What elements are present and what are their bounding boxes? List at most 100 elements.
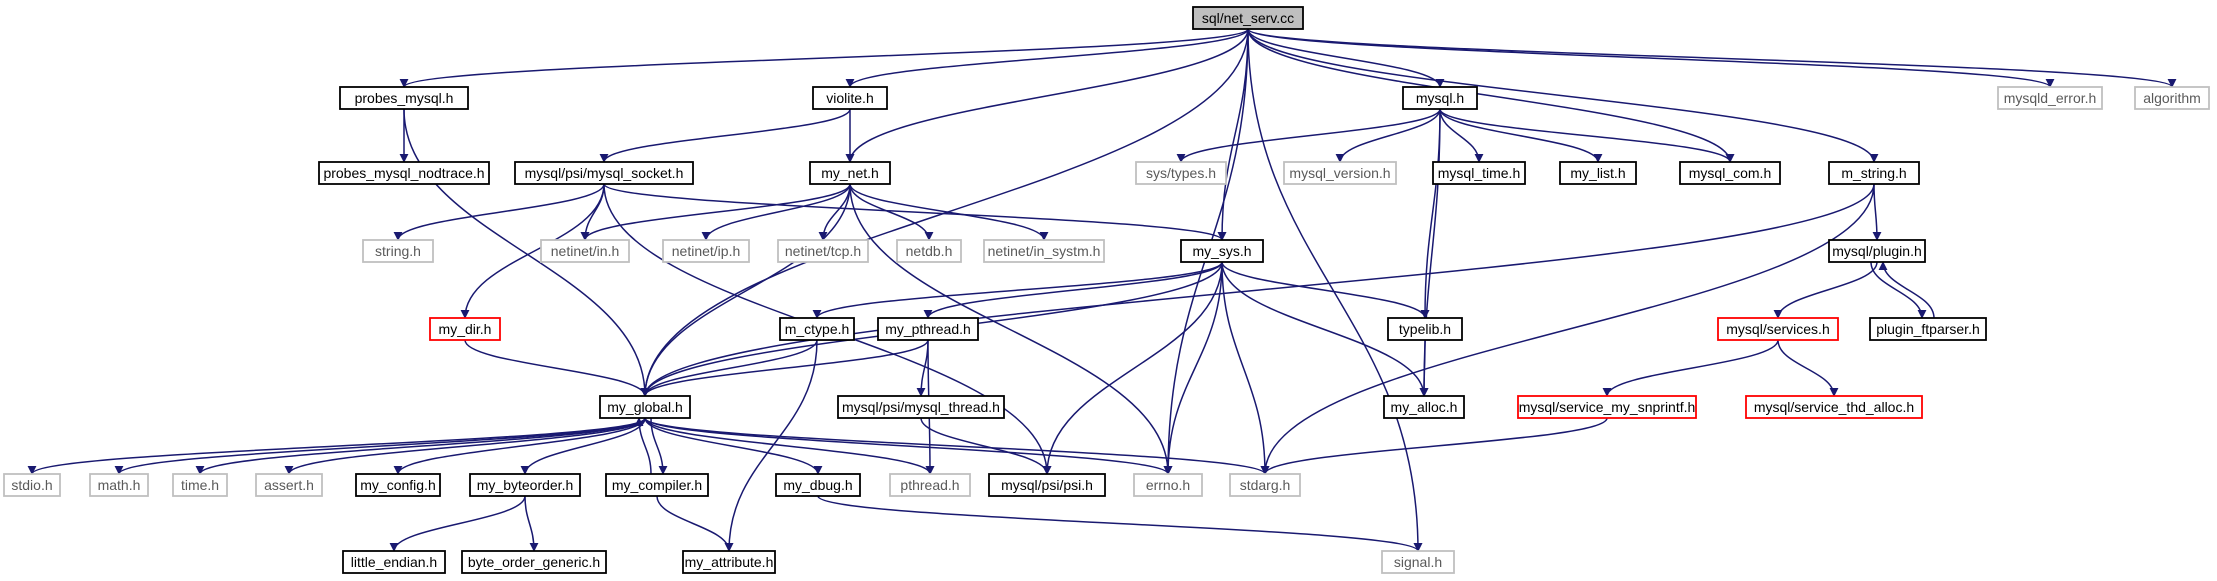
node-box (605, 473, 709, 497)
node-label: m_string.h (1841, 165, 1906, 181)
file-node-mysql-com[interactable]: mysql_com.h (1679, 161, 1781, 185)
edge-plugin_ftparser-to-mysql_plugin (1878, 261, 1935, 319)
node-box (809, 161, 891, 185)
node-label: mysql/service_thd_alloc.h (1754, 399, 1914, 415)
file-node-service-snprintf[interactable]: mysql/service_my_snprintf.h (1517, 395, 1697, 419)
node-box (172, 473, 228, 497)
file-node-root[interactable]: sql/net_serv.cc (1192, 6, 1304, 30)
node-box (1828, 161, 1920, 185)
node-box (1717, 317, 1839, 341)
edge-mysql-to-mysql_time (1439, 108, 1484, 163)
edge-mysql-to-my_alloc (1419, 108, 1441, 397)
file-node-my-dbug[interactable]: my_dbug.h (775, 473, 861, 497)
file-node-psi-socket[interactable]: mysql/psi/mysql_socket.h (514, 161, 694, 185)
node-box (1432, 161, 1526, 185)
file-node-mysql[interactable]: mysql.h (1402, 86, 1478, 110)
edge-my_net-to-netdb (849, 183, 934, 241)
file-node-little-endian[interactable]: little_endian.h (342, 550, 446, 574)
edge-my_net-to-netinet_ip (701, 183, 851, 241)
node-label: mysql/plugin.h (1832, 243, 1922, 259)
file-node-assert-h: assert.h (255, 473, 323, 497)
file-node-violite[interactable]: violite.h (812, 86, 888, 110)
file-node-my-sys[interactable]: my_sys.h (1180, 239, 1264, 263)
file-node-typelib[interactable]: typelib.h (1387, 317, 1463, 341)
file-node-byte-order-generic[interactable]: byte_order_generic.h (461, 550, 607, 574)
edge-my_global-to-assert_h (284, 417, 646, 475)
file-node-my-alloc[interactable]: my_alloc.h (1383, 395, 1465, 419)
edge-my_global-to-math (114, 417, 646, 475)
file-node-netdb: netdb.h (896, 239, 962, 263)
edge-mysql-to-my_list (1439, 108, 1603, 163)
node-box (777, 239, 869, 263)
file-node-mysql-plugin[interactable]: mysql/plugin.h (1828, 239, 1926, 263)
edge-m_string-to-my_global (640, 183, 1875, 397)
node-box (255, 473, 323, 497)
node-label: pthread.h (900, 477, 959, 493)
node-box (662, 239, 750, 263)
edge-my_global-to-my_dbug (644, 417, 823, 475)
node-label: my_net.h (821, 165, 879, 181)
edge-my_global-to-time_h (195, 417, 646, 475)
node-label: byte_order_generic.h (468, 554, 600, 570)
edge-mysql-to-mysql_version (1335, 108, 1441, 163)
node-box (1381, 550, 1455, 574)
node-box (355, 473, 441, 497)
node-label: math.h (98, 477, 141, 493)
edge-my_sys-to-psi_psi (1042, 261, 1223, 475)
file-node-my-attribute[interactable]: my_attribute.h (682, 550, 776, 574)
edge-my_byteorder-to-little_endian (389, 495, 526, 552)
node-label: probes_mysql_nodtrace.h (323, 165, 484, 181)
node-box (1383, 395, 1465, 419)
edge-root-to-mysql_com (1247, 28, 1735, 163)
node-box (1828, 239, 1926, 263)
node-box (1133, 473, 1203, 497)
file-node-stdarg: stdarg.h (1229, 473, 1301, 497)
file-node-my-global[interactable]: my_global.h (599, 395, 691, 419)
node-box (461, 550, 607, 574)
node-label: stdio.h (11, 477, 52, 493)
file-node-plugin-ftparser[interactable]: plugin_ftparser.h (1869, 317, 1987, 341)
node-box (682, 550, 776, 574)
node-box (988, 473, 1106, 497)
file-node-mysql-time[interactable]: mysql_time.h (1432, 161, 1526, 185)
edge-my_dir-to-my_global (464, 339, 650, 397)
edge-mysql_plugin-to-plugin_ftparser (1870, 261, 1927, 319)
file-node-stdio: stdio.h (3, 473, 61, 497)
file-node-my-config[interactable]: my_config.h (355, 473, 441, 497)
edge-my_sys-to-my_alloc (1221, 261, 1429, 397)
file-node-my-net[interactable]: my_net.h (809, 161, 891, 185)
file-node-probes-mysql[interactable]: probes_mysql.h (339, 86, 469, 110)
edge-my_sys-to-errno_h (1163, 261, 1223, 475)
edge-root-to-probes_mysql (399, 28, 1249, 88)
file-node-my-list[interactable]: my_list.h (1559, 161, 1637, 185)
file-node-psi-psi[interactable]: mysql/psi/psi.h (988, 473, 1106, 497)
file-node-m-string[interactable]: m_string.h (1828, 161, 1920, 185)
node-label: mysql/service_my_snprintf.h (1519, 399, 1696, 415)
file-node-m-ctype[interactable]: m_ctype.h (779, 317, 855, 341)
node-label: mysql_com.h (1689, 165, 1771, 181)
file-node-netinet-ip: netinet/ip.h (662, 239, 750, 263)
file-node-probes-nodtrace[interactable]: probes_mysql_nodtrace.h (318, 161, 490, 185)
file-node-my-pthread[interactable]: my_pthread.h (877, 317, 979, 341)
node-box (1192, 6, 1304, 30)
file-node-math: math.h (89, 473, 149, 497)
node-box (2134, 86, 2210, 110)
node-box (1869, 317, 1987, 341)
node-label: my_global.h (607, 399, 683, 415)
edge-psi_thread-to-psi_psi (920, 417, 1052, 475)
node-label: my_byteorder.h (477, 477, 574, 493)
edge-m_string-to-mysql_plugin (1872, 183, 1882, 241)
node-label: time.h (181, 477, 219, 493)
file-node-my-compiler[interactable]: my_compiler.h (605, 473, 709, 497)
file-node-service-thd-alloc[interactable]: mysql/service_thd_alloc.h (1745, 395, 1923, 419)
file-node-my-dir[interactable]: my_dir.h (429, 317, 501, 341)
node-box (1517, 395, 1697, 419)
node-label: mysql.h (1416, 90, 1464, 106)
file-node-psi-thread[interactable]: mysql/psi/mysql_thread.h (837, 395, 1005, 419)
edge-my_compiler-to-my_global (634, 417, 652, 475)
file-node-mysql-services[interactable]: mysql/services.h (1717, 317, 1839, 341)
edge-root-to-my_net (845, 28, 1249, 163)
node-label: plugin_ftparser.h (1876, 321, 1980, 337)
node-label: string.h (375, 243, 421, 259)
file-node-my-byteorder[interactable]: my_byteorder.h (469, 473, 581, 497)
